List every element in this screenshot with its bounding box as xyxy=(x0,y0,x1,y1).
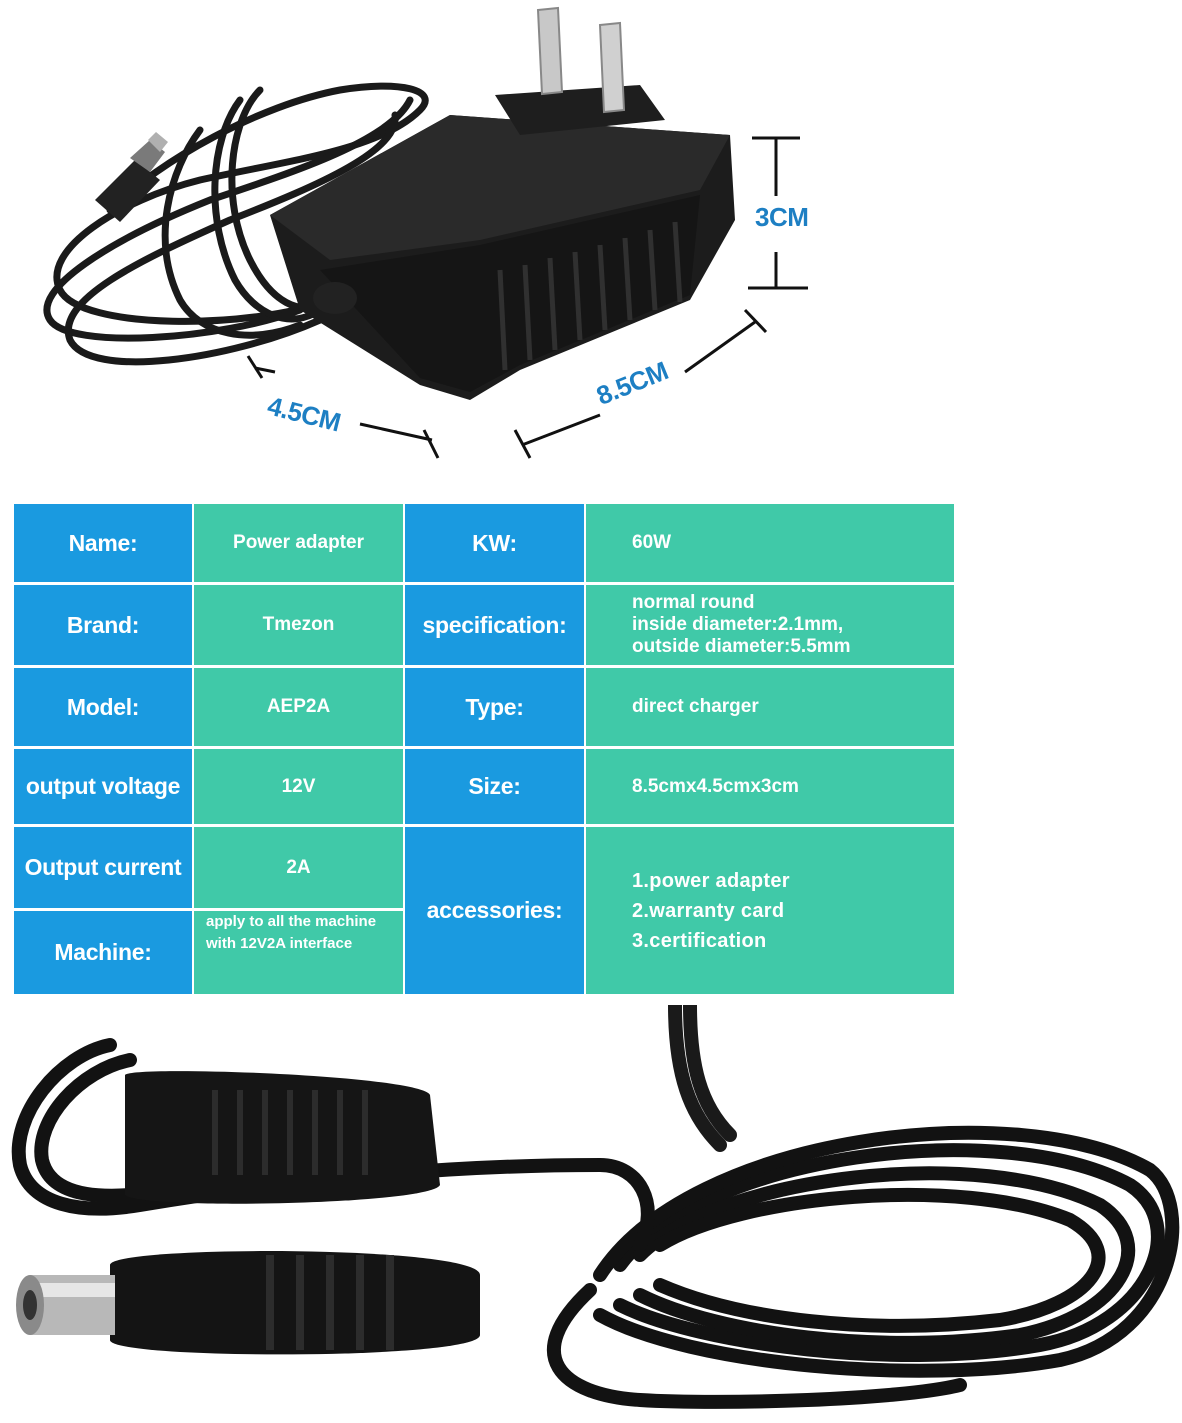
ferrite-bead xyxy=(125,1071,440,1204)
label-brand: Brand: xyxy=(14,585,192,665)
label-machine: Machine: xyxy=(14,911,192,994)
cable-photo xyxy=(0,998,1182,1418)
label-output-voltage: output voltage xyxy=(14,749,192,824)
coiled-cable xyxy=(43,82,429,366)
barrel-plug-top xyxy=(95,132,168,222)
adapter-illustration xyxy=(43,6,808,459)
adapter-body xyxy=(270,6,735,400)
value-name: Power adapter xyxy=(194,504,403,582)
accessory-item-2: 2.warranty card xyxy=(632,899,785,922)
specification-line-3: outside diameter:5.5mm xyxy=(632,636,851,657)
value-type: direct charger xyxy=(586,668,954,746)
accessory-item-3: 3.certification xyxy=(632,929,767,952)
cable-coils xyxy=(11,1038,1180,1409)
label-kw: KW: xyxy=(405,504,584,582)
cable-illustration xyxy=(11,998,1180,1409)
adapter-photo: 3CM 4.5CM 8.5CM xyxy=(0,0,1182,490)
value-accessories: 1.power adapter 2.warranty card 3.certif… xyxy=(586,827,954,994)
height-dimension-label: 3CM xyxy=(755,202,809,232)
accessory-item-1: 1.power adapter xyxy=(632,869,790,892)
value-output-current: 2A xyxy=(194,827,403,908)
specification-line-1: normal round xyxy=(632,592,755,613)
label-type: Type: xyxy=(405,668,584,746)
label-name: Name: xyxy=(14,504,192,582)
machine-line-2: with 12V2A interface xyxy=(206,935,353,952)
value-model: AEP2A xyxy=(194,668,403,746)
label-accessories: accessories: xyxy=(405,827,584,994)
label-specification: specification: xyxy=(405,585,584,665)
dimension-lines xyxy=(246,136,808,459)
value-size: 8.5cmx4.5cmx3cm xyxy=(586,749,954,824)
cable-lead xyxy=(668,998,737,1152)
value-specification: normal round inside diameter:2.1mm, outs… xyxy=(586,585,954,665)
specification-line-2: inside diameter:2.1mm, xyxy=(632,614,844,635)
value-kw: 60W xyxy=(586,504,954,582)
value-output-voltage: 12V xyxy=(194,749,403,824)
value-brand: Tmezon xyxy=(194,585,403,665)
barrel-plug xyxy=(16,1251,480,1355)
label-size: Size: xyxy=(405,749,584,824)
label-model: Model: xyxy=(14,668,192,746)
machine-line-1: apply to all the machine xyxy=(206,913,377,930)
specification-table: Name: Power adapter Brand: Tmezon Model:… xyxy=(14,504,954,994)
label-output-current: Output current xyxy=(14,827,192,908)
value-machine: apply to all the machine with 12V2A inte… xyxy=(194,911,403,994)
